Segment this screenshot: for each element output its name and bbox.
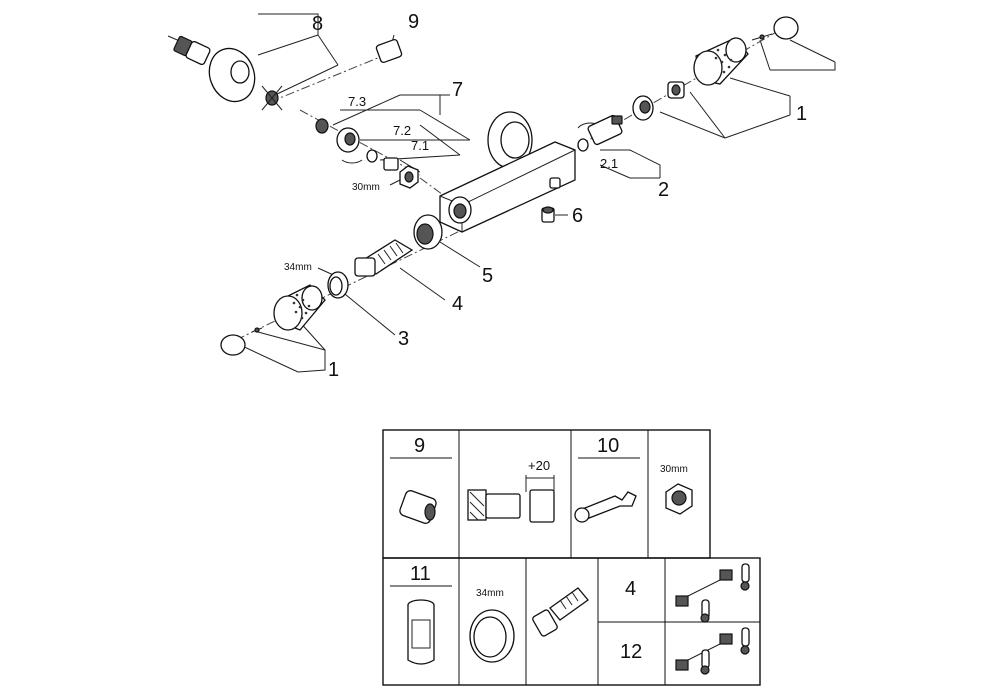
callout-2-1: 2.1 [600,156,618,171]
washer-7-1 [366,149,378,163]
callout-7-1: 7.1 [411,138,429,153]
bush-right [667,81,685,99]
quantity-12: 12 [620,641,642,663]
outlet-6 [541,206,555,223]
ring-34mm [327,271,349,299]
adapter-9 [375,38,403,64]
callout-7-3: 7.3 [348,94,366,109]
hex-nut-30mm [399,165,419,189]
table-label-10: 10 [597,435,619,457]
callout-7: 7 [452,79,463,101]
extension-label: +20 [528,458,550,473]
wrench-icon [574,491,637,523]
callout-6: 6 [572,205,583,227]
cartridge-thumbnail [532,587,589,637]
callout-9: 9 [408,11,419,33]
callout-3: 3 [398,328,409,350]
callout-8: 8 [312,13,323,35]
parts-table: 9 +20 10 30mm [382,429,761,686]
dimension-34mm: 34mm [284,262,312,273]
star-washer [261,85,283,111]
ring-5 [413,214,443,250]
quantity-4: 4 [625,578,636,600]
screw-cap-right [751,16,799,41]
handle-3 [273,284,326,331]
callout-4: 4 [452,293,463,315]
hot-cold-assembly-icon-2 [675,627,750,675]
cartridge-4 [354,239,414,277]
ring-size-label: 34mm [476,588,504,599]
callout-2: 2 [658,179,669,201]
callout-labels: 8 9 7 7.3 7.2 7.1 30mm 1 2.1 2 6 5 34mm … [284,11,807,381]
table-label-9: 9 [414,435,425,457]
callout-7-2: 7.2 [393,123,411,138]
seal-7-3 [315,118,329,134]
nut-size-label: 30mm [660,464,688,475]
hex-nut-icon [665,483,693,515]
nipple [383,157,399,171]
nut-7-2 [336,127,363,164]
ring-thumbnail [469,609,515,663]
adapter-thumbnail [399,490,437,524]
dimension-30mm: 30mm [352,182,380,193]
cartridge-2 [587,114,623,146]
callout-5: 5 [482,265,493,287]
escutcheon-8 [208,47,256,103]
extension-thumbnail [467,475,555,523]
table-label-11: 11 [410,563,431,585]
callout-1-top: 1 [796,103,807,125]
thermostat-body [439,111,576,233]
sleeve-thumbnail [407,599,435,665]
nut-right [632,95,654,121]
wall-connector-left [167,35,211,66]
handle-1-top [693,37,749,86]
hot-cold-assembly-icon-1 [675,563,750,623]
screw-cap-left [220,327,263,356]
callout-1-bottom: 1 [328,359,339,381]
